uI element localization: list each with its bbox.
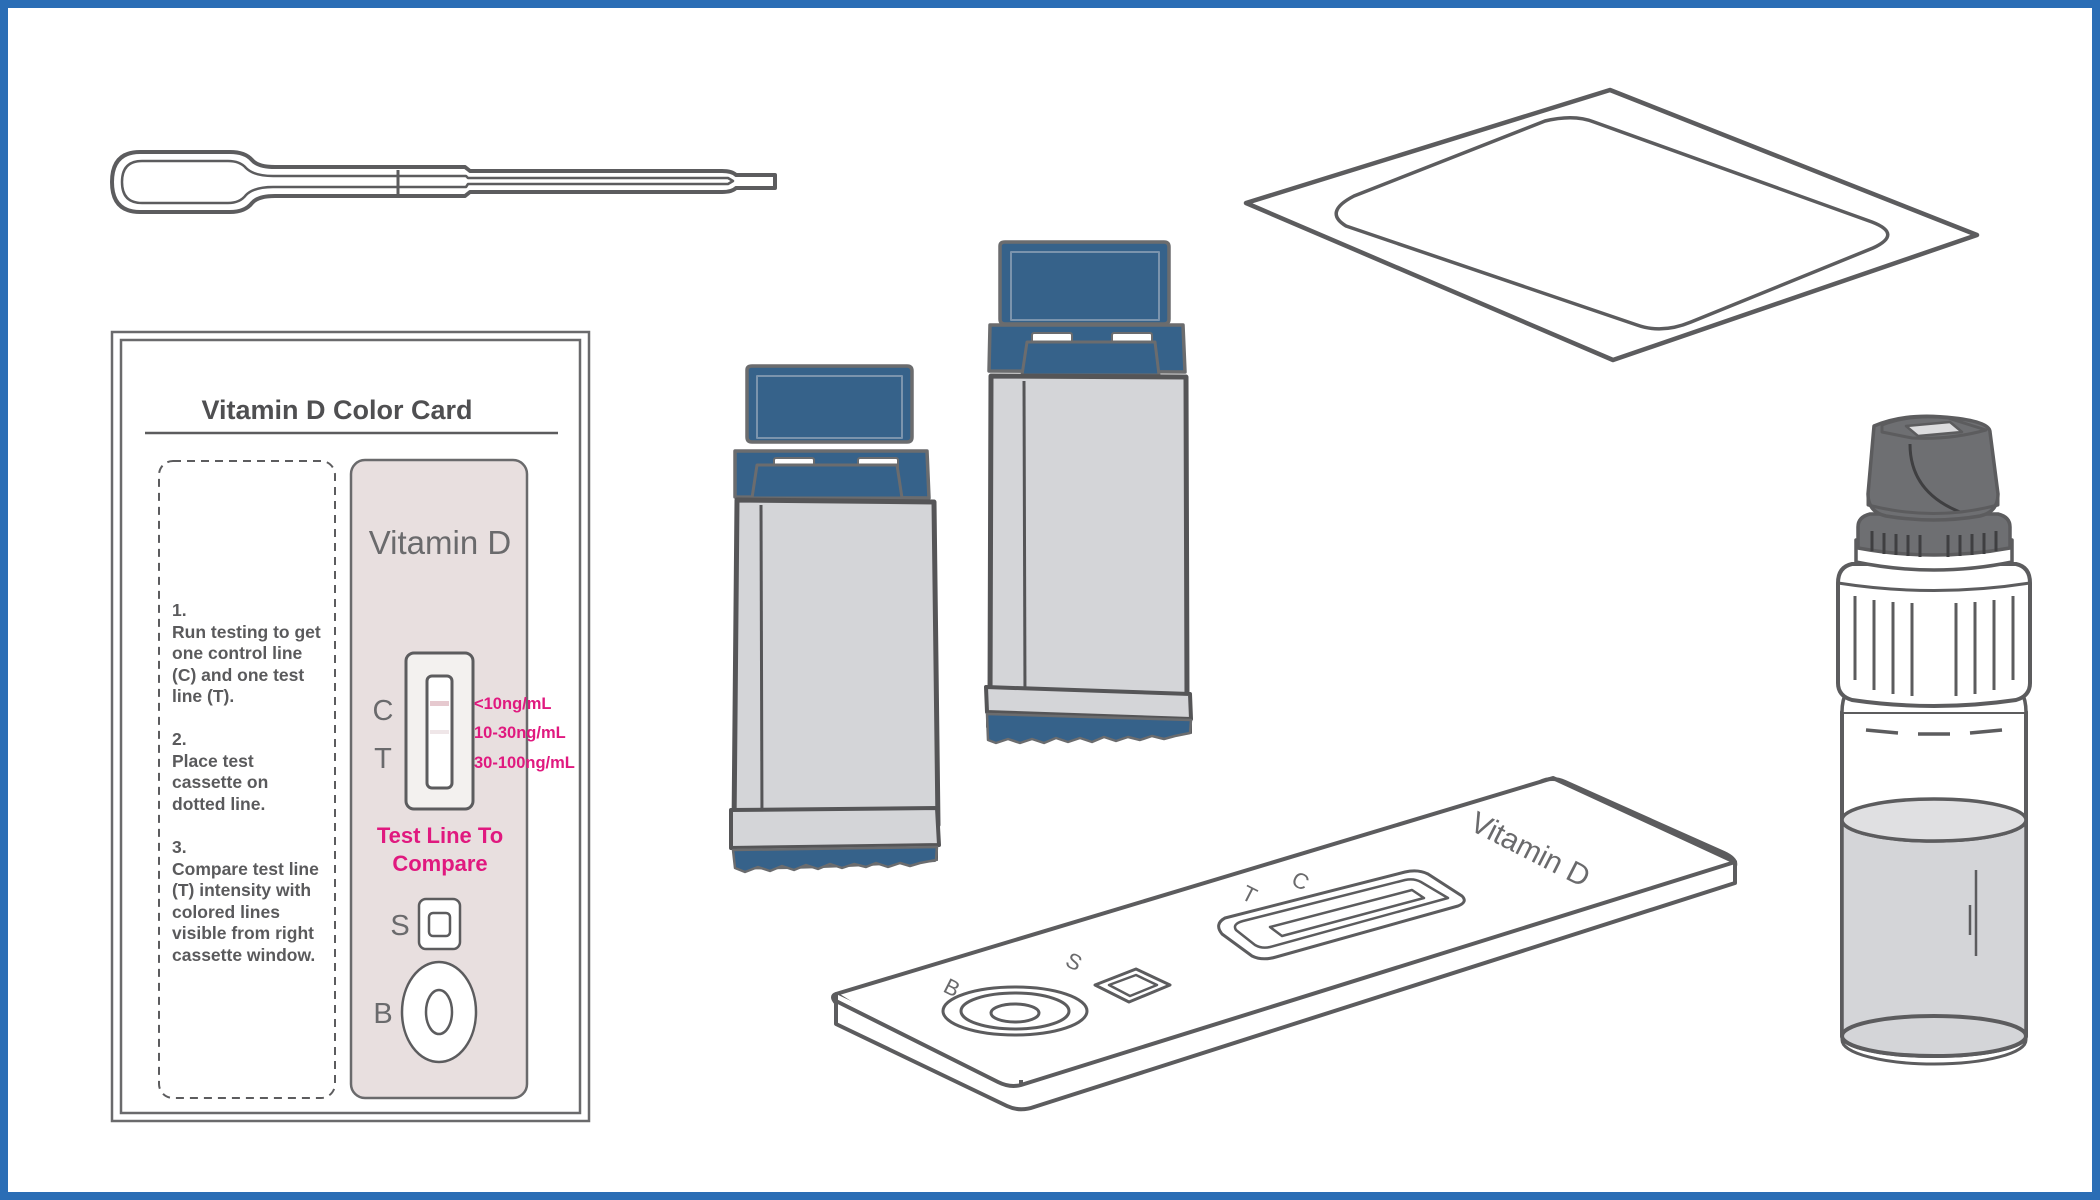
kit-illustration-canvas: Vitamin D Color Card 1. Run testing to g… [110,87,2032,1123]
step-1-line: (C) and one test [172,665,304,685]
step-1-line: one control line [172,643,303,663]
step-3-line: cassette window. [172,945,315,965]
step-3-line: colored lines [172,902,280,922]
sample-letter: S [390,910,409,942]
lancet-left [729,364,941,874]
buffer-letter: B [373,998,392,1030]
step-3-number: 3. [172,837,187,857]
step-1-line: Run testing to get [172,622,321,642]
step-2-line: Place test [172,751,254,771]
buffer-well-inner [424,988,454,1036]
step-1-number: 1. [172,600,187,620]
control-letter: C [373,695,394,727]
test-cassette [831,776,1738,1112]
reference-cassette-label: Vitamin D [369,524,511,561]
lancet-right [984,240,1193,745]
step-3-line: (T) intensity with [172,880,311,900]
step-2-line: dotted line. [172,794,265,814]
test-line-mark [430,730,449,734]
test-letter: T [374,743,392,775]
alcohol-pad [1243,87,1980,363]
color-card-title: Vitamin D Color Card [201,395,472,425]
compare-label: Test Line To [377,823,503,848]
range-label: 10-30ng/mL [474,724,566,742]
compare-label: Compare [392,851,487,876]
sample-well-inner [427,911,452,938]
step-3-line: visible from right [172,923,314,943]
dropper-pipette [110,150,777,214]
dotted-placement-area [158,460,336,1099]
step-2-number: 2. [172,729,187,749]
step-1-line: line (T). [172,686,234,706]
control-line-mark [430,701,449,706]
range-label: 30-100ng/mL [474,754,575,772]
range-label: <10ng/mL [474,695,551,713]
step-2-line: cassette on [172,772,268,792]
color-card: Vitamin D Color Card 1. Run testing to g… [110,330,591,1123]
step-3-line: Compare test line [172,859,319,879]
buffer-bottle [1836,414,2032,1066]
instructions: 1. Run testing to get one control line (… [172,600,321,965]
